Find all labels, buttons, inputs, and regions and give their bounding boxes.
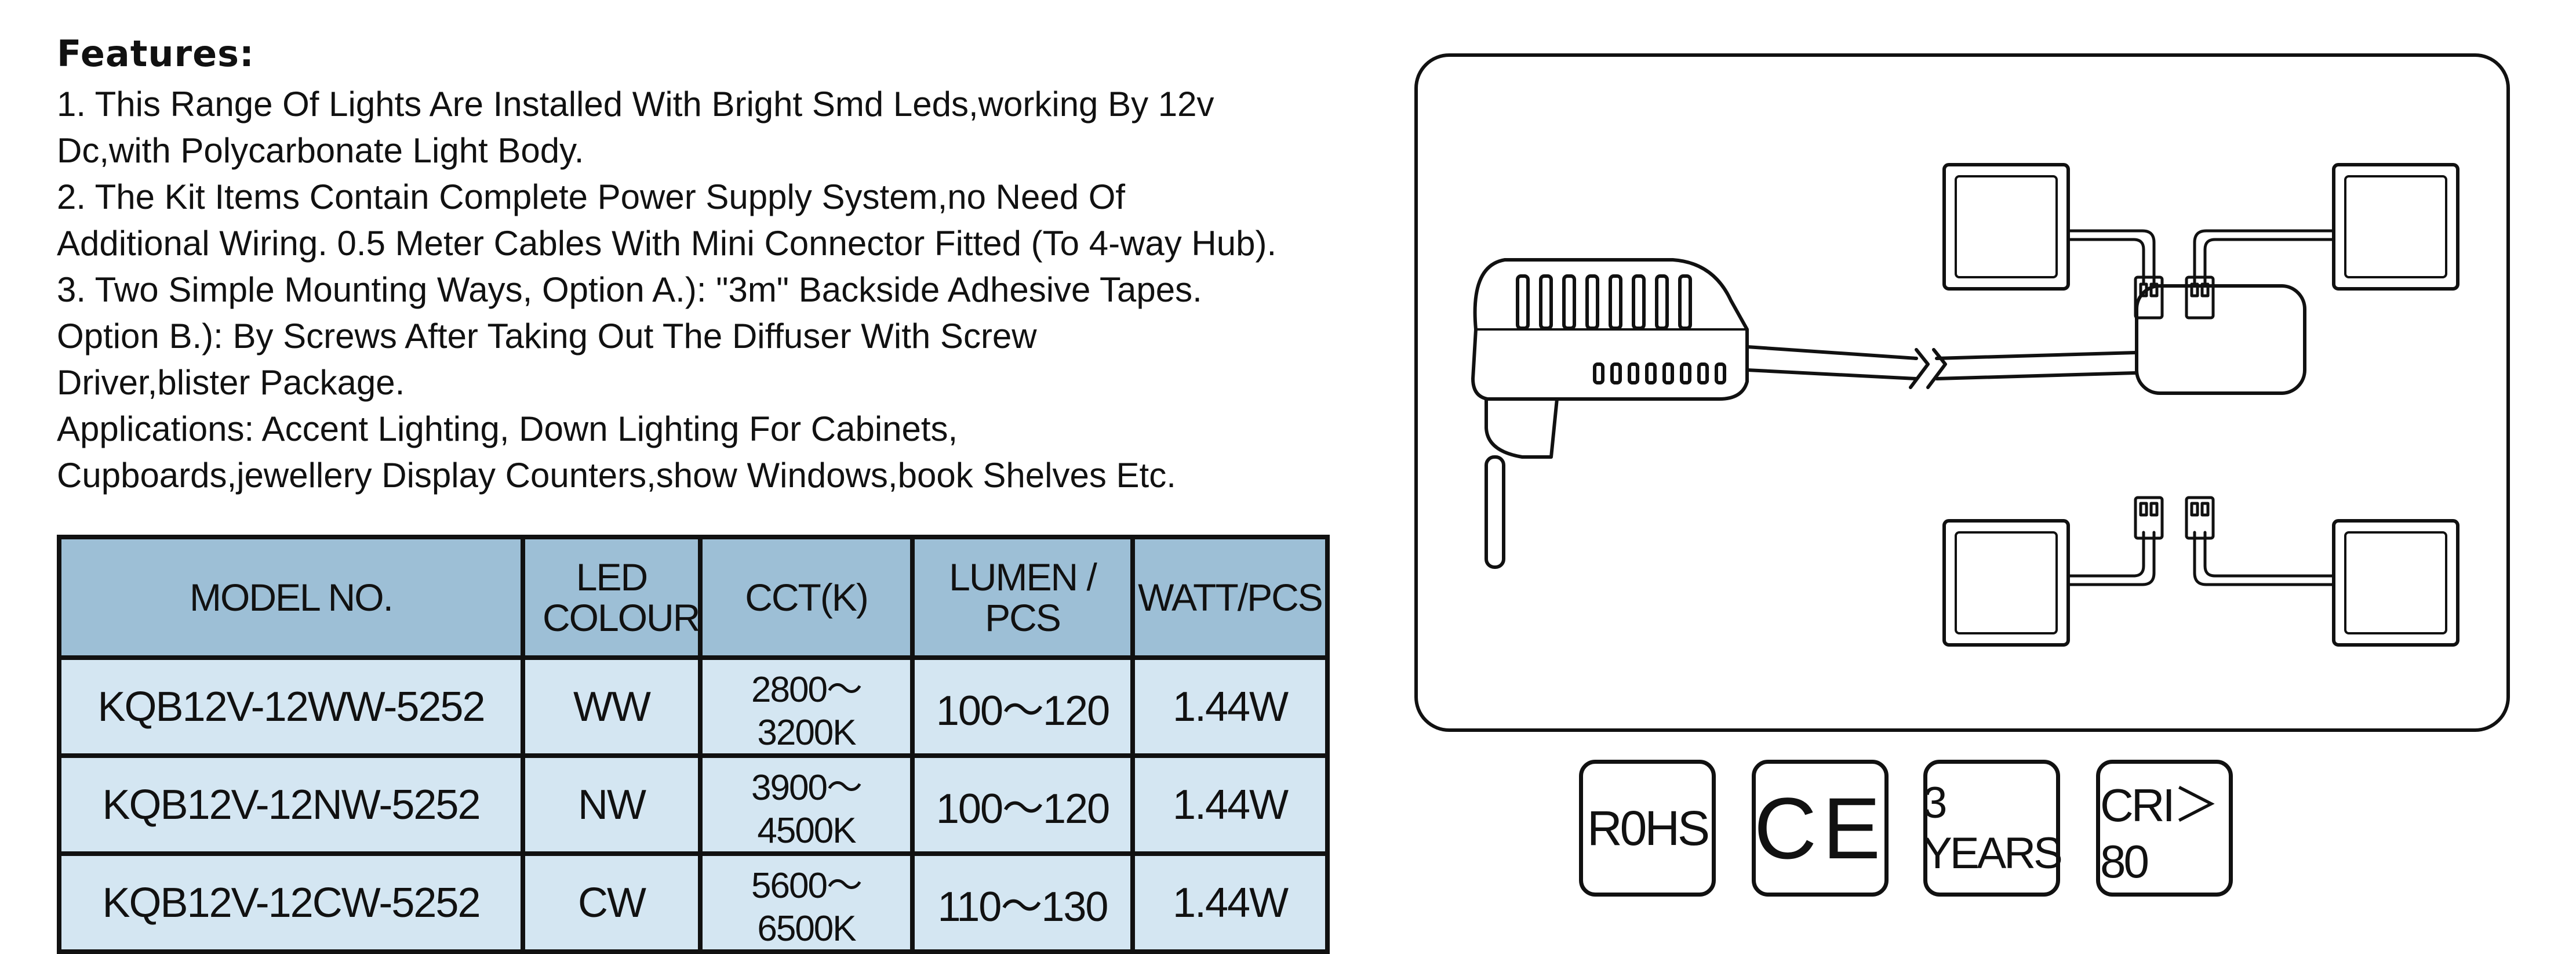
led-light-icon bbox=[1942, 163, 2070, 291]
feature-line: Driver,blister Package. bbox=[57, 363, 405, 402]
header-cct: CCT(K) bbox=[698, 535, 915, 660]
header-model: MODEL NO. bbox=[57, 535, 525, 660]
led-light-icon bbox=[2332, 163, 2459, 291]
table-row: KQB12V-12WW-5252 WW 2800～3200K 100～120 1… bbox=[57, 655, 1330, 758]
cell-colour: CW bbox=[521, 851, 703, 954]
features-section: Features: 1. This Range Of Lights Are In… bbox=[57, 34, 1407, 499]
wiring-diagram bbox=[1414, 53, 2510, 732]
feature-line: Option B.): By Screws After Taking Out T… bbox=[57, 317, 1037, 356]
cell-lumen: 110～130 bbox=[910, 851, 1135, 954]
header-led-colour: LED COLOUR bbox=[521, 535, 703, 660]
led-light-icon bbox=[1942, 519, 2070, 647]
cell-cct: 2800～3200K bbox=[698, 655, 915, 758]
hub-icon bbox=[2135, 284, 2306, 395]
feature-line: Cupboards,jewellery Display Counters,sho… bbox=[57, 456, 1176, 495]
spec-table: MODEL NO. LED COLOUR CCT(K) LUMEN / PCS … bbox=[57, 535, 1330, 954]
cell-lumen: 100～120 bbox=[910, 753, 1135, 856]
features-heading: Features: bbox=[57, 32, 254, 75]
table-header-row: MODEL NO. LED COLOUR CCT(K) LUMEN / PCS … bbox=[57, 535, 1330, 660]
cell-watt: 1.44W bbox=[1130, 655, 1330, 758]
led-cables bbox=[2066, 229, 2335, 586]
led-light-icon bbox=[2332, 519, 2459, 647]
rohs-badge: R0HS bbox=[1579, 760, 1716, 897]
cell-colour: NW bbox=[521, 753, 703, 856]
header-watt: WATT/PCS bbox=[1130, 535, 1330, 660]
cri-badge: CRI＞80 bbox=[2096, 760, 2233, 897]
header-lumen: LUMEN / PCS bbox=[910, 535, 1135, 660]
ce-mark-badge: CE bbox=[1752, 760, 1889, 897]
table-row: KQB12V-12NW-5252 NW 3900～4500K 100～120 1… bbox=[57, 753, 1330, 856]
power-adapter-icon bbox=[1471, 258, 1749, 569]
cell-model: KQB12V-12WW-5252 bbox=[57, 655, 525, 758]
cell-lumen: 100～120 bbox=[910, 655, 1135, 758]
feature-line: 3. Two Simple Mounting Ways, Option A.):… bbox=[57, 270, 1202, 309]
feature-line: 1. This Range Of Lights Are Installed Wi… bbox=[57, 85, 1214, 124]
cell-watt: 1.44W bbox=[1130, 753, 1330, 856]
cell-model: KQB12V-12CW-5252 bbox=[57, 851, 525, 954]
cell-model: KQB12V-12NW-5252 bbox=[57, 753, 525, 856]
feature-line: Additional Wiring. 0.5 Meter Cables With… bbox=[57, 224, 1277, 263]
cell-watt: 1.44W bbox=[1130, 851, 1330, 954]
feature-line: Dc,with Polycarbonate Light Body. bbox=[57, 131, 584, 170]
cell-colour: WW bbox=[521, 655, 703, 758]
cell-cct: 5600～6500K bbox=[698, 851, 915, 954]
table-row: KQB12V-12CW-5252 CW 5600～6500K 110～130 1… bbox=[57, 851, 1330, 954]
mini-connector-icon bbox=[2134, 275, 2215, 540]
warranty-badge: 3 YEARS bbox=[1923, 760, 2063, 897]
cell-cct: 3900～4500K bbox=[698, 753, 915, 856]
feature-line: Applications: Accent Lighting, Down Ligh… bbox=[57, 409, 958, 448]
main-cable bbox=[1745, 345, 2138, 389]
feature-line: 2. The Kit Items Contain Complete Power … bbox=[57, 177, 1126, 216]
wiring-diagram-drawing bbox=[1471, 163, 2459, 647]
